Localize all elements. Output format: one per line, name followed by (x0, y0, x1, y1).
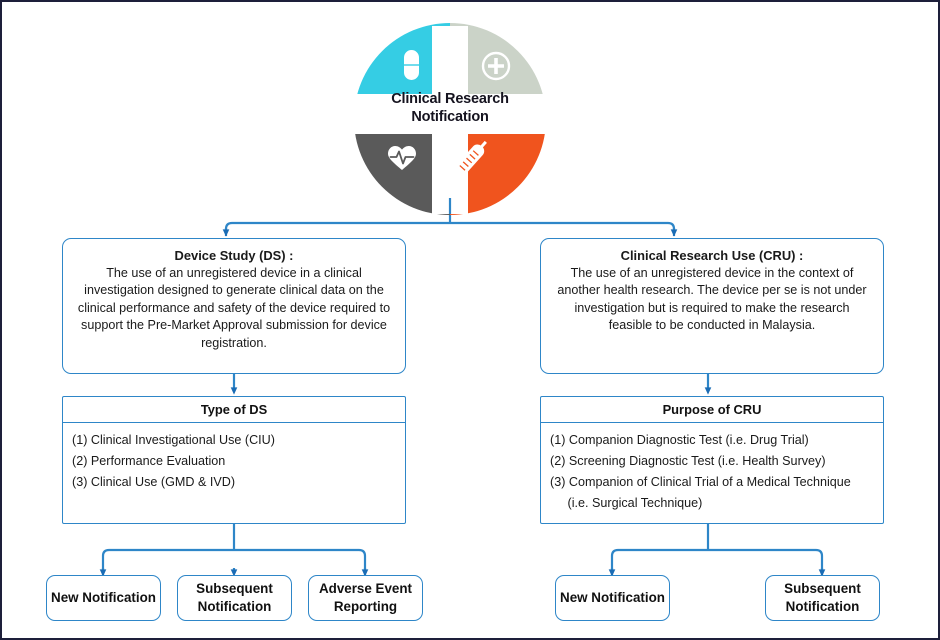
type-of-ds-header: Type of DS (63, 397, 405, 423)
list-item: (i.e. Surgical Technique) (550, 496, 703, 510)
syringe-icon (454, 140, 487, 177)
leaf-label-line-2: Reporting (333, 599, 398, 614)
logo-graphic (354, 23, 546, 215)
list-item: (3) Clinical Use (GMD & IVD) (72, 475, 236, 489)
ds-leaf-new-notification[interactable]: New Notification (46, 575, 161, 621)
type-of-ds-box: Type of DS (1) Clinical Investigational … (62, 396, 406, 524)
connector-ds-fanout (101, 548, 367, 575)
logo-title: Clinical Research Notification (350, 90, 550, 126)
ds-definition-title: Device Study (DS) : (174, 248, 294, 263)
list-item: (2) Screening Diagnostic Test (i.e. Heal… (550, 454, 826, 468)
ds-leaf-adverse-event-reporting[interactable]: Adverse Event Reporting (308, 575, 423, 621)
logo-title-line-2: Notification (411, 109, 489, 125)
logo-quadrant-bottom-right (450, 120, 546, 215)
leaf-label-line-1: New Notification (51, 590, 156, 605)
cru-definition-title: Clinical Research Use (CRU) : (620, 248, 804, 263)
leaf-label-line-2: Notification (785, 599, 860, 614)
cru-definition-box: Clinical Research Use (CRU) : The use of… (540, 238, 884, 374)
ds-definition-box: Device Study (DS) : The use of an unregi… (62, 238, 406, 374)
clinical-research-notification-logo: Clinical Research Notification (350, 22, 550, 217)
leaf-label-line-1: Adverse Event (318, 581, 413, 596)
leaf-label-line-1: Subsequent (196, 581, 273, 596)
connector-cru-fanout (610, 548, 824, 575)
purpose-of-cru-box: Purpose of CRU (1) Companion Diagnostic … (540, 396, 884, 524)
leaf-label-line-2: Notification (197, 599, 272, 614)
leaf-label-line-1: Subsequent (784, 581, 861, 596)
cru-leaf-new-notification[interactable]: New Notification (555, 575, 670, 621)
ds-leaf-subsequent-notification[interactable]: Subsequent Notification (177, 575, 292, 621)
circle-plus-icon (481, 51, 511, 81)
logo-quadrant-top-right (450, 23, 546, 120)
heart-pulse-icon (388, 146, 416, 170)
logo-quadrant-top-left (354, 23, 450, 120)
list-item: (2) Performance Evaluation (72, 454, 226, 468)
connector-root-split (224, 221, 676, 236)
cru-leaf-subsequent-notification[interactable]: Subsequent Notification (765, 575, 880, 621)
list-item: (1) Companion Diagnostic Test (i.e. Drug… (550, 433, 809, 447)
purpose-of-cru-items: (1) Companion Diagnostic Test (i.e. Drug… (541, 423, 883, 523)
list-item: (1) Clinical Investigational Use (CIU) (72, 433, 275, 447)
type-of-ds-items: (1) Clinical Investigational Use (CIU) (… (63, 423, 405, 523)
pill-capsule-icon (404, 50, 419, 80)
cru-definition-body: The use of an unregistered device in the… (557, 265, 867, 333)
logo-title-line-1: Clinical Research (391, 91, 509, 107)
purpose-of-cru-header: Purpose of CRU (541, 397, 883, 423)
list-item: (3) Companion of Clinical Trial of a Med… (550, 475, 851, 489)
ds-definition-body: The use of an unregistered device in a c… (77, 265, 391, 350)
leaf-label-line-1: New Notification (560, 590, 665, 605)
